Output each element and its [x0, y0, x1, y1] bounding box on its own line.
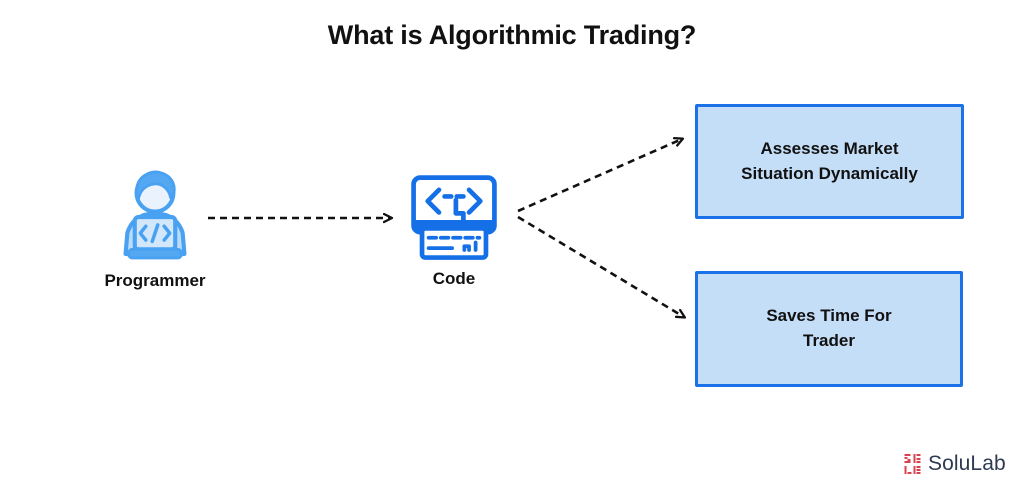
solulab-pixel-mark-icon: [904, 454, 921, 474]
node-saves-time: Saves Time For Trader: [695, 271, 963, 387]
arrow-code-to-assesses-market: [517, 139, 682, 213]
node-programmer: Programmer: [96, 168, 214, 291]
brand-logo: SoluLab: [904, 450, 1006, 478]
node-assesses-market: Assesses Market Situation Dynamically: [695, 104, 964, 219]
arrow-code-to-saves-time: [517, 215, 684, 317]
code-monitor-icon: [411, 175, 497, 260]
node-label-programmer: Programmer: [104, 271, 206, 290]
node-code: Code: [402, 172, 506, 289]
programmer-at-laptop-icon: [123, 170, 187, 260]
brand-logo-text: SoluLab: [928, 452, 1006, 475]
node-label-code: Code: [432, 269, 476, 288]
page-title: What is Algorithmic Trading?: [327, 20, 697, 50]
